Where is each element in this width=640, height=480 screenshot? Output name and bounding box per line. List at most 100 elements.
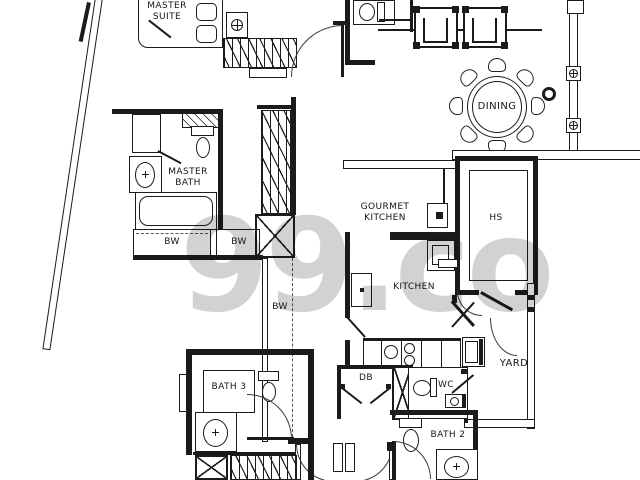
double-door-panel bbox=[333, 443, 343, 472]
door-leaf bbox=[369, 387, 391, 405]
door-leaf bbox=[392, 441, 395, 480]
master-suite-label: MASTER SUITE bbox=[147, 1, 187, 22]
shaft-icon bbox=[195, 455, 228, 480]
wc-label: WC bbox=[438, 380, 454, 390]
armchair-icon bbox=[462, 6, 508, 49]
oven-icon bbox=[427, 203, 448, 228]
bay-window-label: BW bbox=[272, 302, 288, 312]
wall bbox=[567, 0, 584, 14]
bed-icon bbox=[138, 0, 223, 48]
wall bbox=[345, 232, 350, 318]
kitchen-label: KITCHEN bbox=[393, 282, 435, 292]
wall bbox=[333, 21, 345, 25]
wall bbox=[452, 295, 457, 303]
wall-anchor-icon bbox=[566, 118, 581, 133]
wall bbox=[452, 150, 640, 160]
toilet-icon bbox=[413, 378, 438, 397]
wardrobe-icon bbox=[230, 455, 297, 480]
armchair-icon bbox=[413, 6, 459, 49]
door-leaf bbox=[341, 387, 363, 405]
db-label: DB bbox=[359, 373, 373, 383]
wall bbox=[527, 283, 535, 429]
wall bbox=[218, 109, 223, 235]
sink-icon bbox=[436, 449, 478, 480]
wall bbox=[133, 255, 263, 260]
living-edge-line bbox=[378, 29, 542, 31]
shaft-icon bbox=[255, 214, 295, 258]
entry-cabinet bbox=[379, 19, 413, 21]
sink-icon bbox=[384, 345, 398, 359]
wall bbox=[438, 259, 458, 268]
wall bbox=[288, 438, 310, 444]
counter-divider bbox=[381, 340, 383, 368]
wall bbox=[42, 0, 103, 351]
wall bbox=[186, 349, 314, 355]
washer-icon bbox=[462, 337, 485, 367]
hs-label: HS bbox=[489, 213, 503, 223]
wall-anchor-icon bbox=[566, 66, 581, 81]
door-leaf bbox=[247, 437, 294, 440]
door-jamb bbox=[340, 384, 345, 389]
kitchen-counter bbox=[390, 232, 458, 240]
bath3-label: BATH 3 bbox=[211, 382, 247, 392]
bedside-table-icon bbox=[226, 12, 248, 38]
yard-label: YARD bbox=[499, 358, 529, 369]
wall bbox=[390, 410, 478, 415]
fridge-icon bbox=[351, 273, 372, 307]
powder-room-toilet-icon bbox=[353, 0, 395, 25]
shelf-icon bbox=[249, 68, 287, 78]
door-jamb bbox=[386, 384, 391, 389]
wall bbox=[345, 60, 375, 65]
wall bbox=[410, 0, 413, 32]
wall bbox=[193, 452, 295, 455]
door-leaf bbox=[341, 25, 344, 77]
bathtub-icon bbox=[135, 192, 217, 230]
wall bbox=[337, 365, 394, 369]
door-leaf bbox=[346, 316, 366, 338]
double-door-panel bbox=[345, 443, 355, 472]
wall bbox=[443, 169, 445, 221]
wall bbox=[291, 97, 296, 215]
wall bbox=[112, 109, 223, 114]
wall bbox=[308, 349, 314, 480]
toilet-icon bbox=[191, 126, 214, 158]
kitchen-counter bbox=[363, 338, 461, 341]
counter-divider bbox=[401, 340, 403, 368]
counter-divider bbox=[421, 340, 423, 368]
shower-icon bbox=[132, 114, 161, 153]
bay-window-line bbox=[136, 233, 208, 234]
door-arc bbox=[490, 318, 517, 356]
door-jamb bbox=[527, 295, 535, 300]
door-jamb bbox=[308, 438, 314, 448]
basin-icon bbox=[445, 394, 466, 408]
wall bbox=[257, 105, 295, 109]
wall bbox=[345, 340, 350, 368]
door-jamb bbox=[527, 307, 535, 312]
column-icon bbox=[542, 87, 556, 101]
door-jamb bbox=[461, 369, 468, 374]
sink-icon bbox=[195, 412, 237, 452]
wall bbox=[337, 365, 341, 419]
hob-icon bbox=[404, 343, 415, 354]
counter-divider bbox=[441, 340, 443, 368]
door-gap bbox=[479, 288, 515, 296]
gourmet-kitchen-label: GOURMET KITCHEN bbox=[360, 202, 410, 223]
wall bbox=[186, 349, 192, 455]
wall bbox=[345, 0, 350, 64]
hs-room-inner bbox=[469, 170, 528, 281]
door-arc bbox=[393, 441, 431, 479]
master-bath-label: MASTER BATH bbox=[168, 167, 208, 188]
door-arc bbox=[296, 444, 334, 480]
dining-label: DINING bbox=[477, 101, 517, 112]
window-strip bbox=[179, 374, 187, 412]
wall bbox=[473, 410, 478, 480]
door-jamb bbox=[387, 442, 396, 451]
wardrobe-icon bbox=[261, 110, 291, 214]
wardrobe-icon bbox=[223, 38, 297, 68]
door-arc bbox=[247, 394, 292, 439]
bay-window-label: BW bbox=[231, 237, 247, 247]
door-arc bbox=[291, 25, 343, 77]
kitchen-counter bbox=[343, 160, 459, 169]
bay-window-label: BW bbox=[164, 237, 180, 247]
